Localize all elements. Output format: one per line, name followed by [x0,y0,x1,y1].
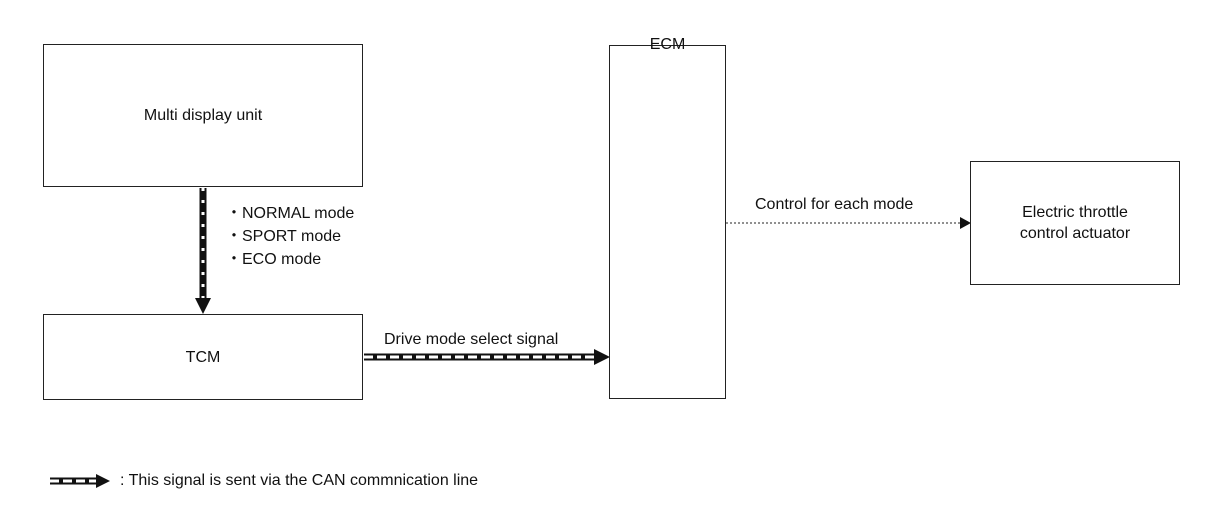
multi-display-unit-block: Multi display unit [43,44,363,187]
arrowhead-right-icon [594,349,610,365]
can-line-tcm-to-ecm [364,349,610,365]
drive-mode-signal-label: Drive mode select signal [384,331,559,348]
control-line-ecm-to-actuator [726,217,971,229]
ecm-block: ECM [609,36,726,399]
legend-can-line-icon [50,474,110,488]
can-line-multi-to-tcm [195,188,211,314]
arrowhead-right-icon [960,217,971,229]
legend: : This signal is sent via the CAN commni… [50,470,478,492]
ecm-label: ECM [649,35,686,53]
mode-item-normal: ・NORMAL mode [226,205,355,222]
drive-mode-list: ・NORMAL mode ・SPORT mode ・ECO mode [226,202,354,271]
arrowhead-down-icon [195,298,211,314]
mode-item-eco: ・ECO mode [226,251,322,268]
legend-text: : This signal is sent via the CAN commni… [120,472,479,489]
throttle-actuator-label: Electric throttle control actuator [1019,204,1131,242]
tcm-block: TCM [43,314,363,400]
mode-item-sport: ・SPORT mode [226,228,342,245]
tcm-label: TCM [185,348,221,366]
control-signal-label: Control for each mode [755,196,914,213]
multi-display-unit-label: Multi display unit [143,107,263,124]
throttle-actuator-block: Electric throttle control actuator [970,161,1180,285]
